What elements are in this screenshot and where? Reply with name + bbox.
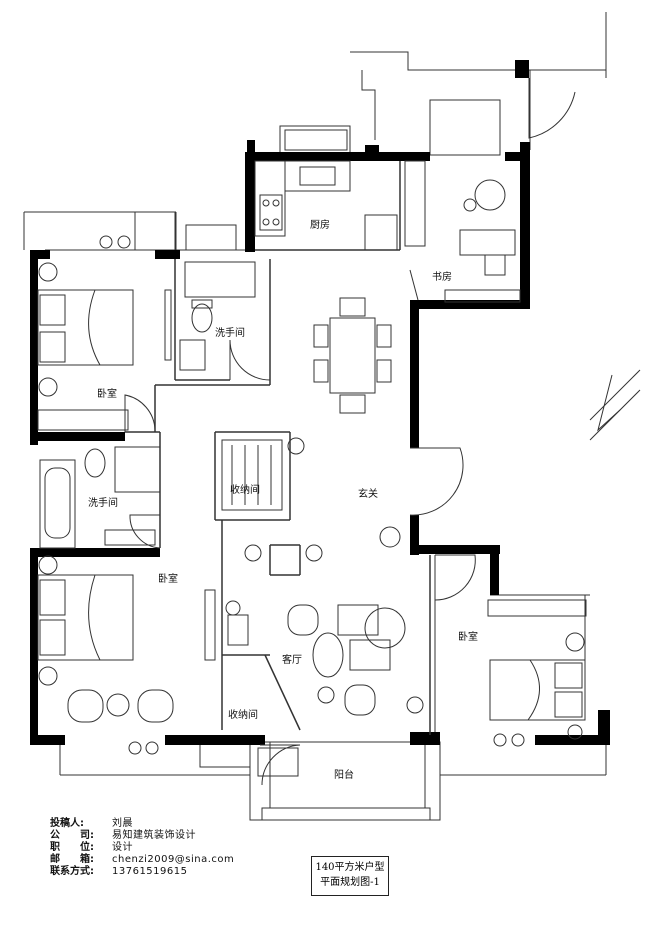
label-storage-mid: 收纳间 [230, 483, 260, 496]
info-email-row: 邮 箱: chenzi2009@sina.com [50, 854, 234, 866]
doors [124, 78, 576, 786]
bath-left-fixtures [39, 446, 161, 549]
info-phone-row: 联系方式: 13761519615 [50, 866, 234, 878]
phone-value: 13761519615 [112, 866, 188, 877]
bath-top-fixtures [179, 261, 256, 371]
label-bath-left: 洗手间 [88, 496, 118, 509]
bedroom-top-fixtures [37, 262, 172, 431]
storage-mid-fixtures [221, 439, 283, 511]
company-label: 公 司: [50, 830, 94, 841]
context-lines [23, 12, 641, 821]
info-contributor-row: 投稿人: 刘晨 [50, 818, 234, 830]
label-bath-top: 洗手间 [215, 326, 245, 339]
kitchen-fixtures [254, 129, 426, 251]
study-fixtures [444, 179, 521, 303]
contributor-label: 投稿人: [50, 818, 84, 829]
plan-title-box: 140平方米户型 平面规划图-1 [311, 856, 389, 896]
label-storage-bottom: 收纳间 [228, 708, 258, 721]
bedroom-left-fixtures [37, 555, 216, 723]
label-bedroom-left: 卧室 [158, 572, 178, 585]
phone-label: 联系方式: [50, 866, 94, 877]
info-position-row: 职 位: 设计 [50, 842, 234, 854]
company-name: 易知建筑装饰设计 [112, 830, 196, 841]
room-labels: 厨房 书房 洗手间 卧室 洗手间 收纳间 玄关 卧室 客厅 收纳间 卧室 阳台 [88, 218, 478, 781]
label-bedroom-right: 卧室 [458, 630, 478, 643]
plan-title-line2: 平面规划图-1 [320, 877, 380, 888]
label-balcony: 阳台 [334, 768, 354, 781]
position-value: 设计 [112, 842, 133, 853]
walls [30, 60, 610, 745]
label-foyer: 玄关 [358, 487, 378, 500]
balcony-fixtures [99, 235, 525, 777]
email-value: chenzi2009@sina.com [112, 854, 235, 865]
dining-set [313, 297, 392, 414]
partitions [125, 161, 431, 735]
label-living: 客厅 [282, 653, 302, 666]
label-bedroom-top: 卧室 [97, 387, 117, 400]
label-kitchen: 厨房 [310, 218, 330, 231]
label-study: 书房 [432, 270, 452, 283]
email-label: 邮 箱: [50, 854, 94, 865]
contributor-info: 投稿人: 刘晨 公 司: 易知建筑装饰设计 职 位: 设计 邮 箱: chenzi200… [50, 818, 234, 878]
info-company-row: 公 司: 易知建筑装饰设计 [50, 830, 234, 842]
bedroom-right-fixtures [489, 632, 586, 740]
position-label: 职 位: [50, 842, 94, 853]
living-fixtures [225, 437, 424, 716]
plan-title-line1: 140平方米户型 [315, 862, 385, 873]
contributor-name: 刘晨 [112, 818, 133, 829]
